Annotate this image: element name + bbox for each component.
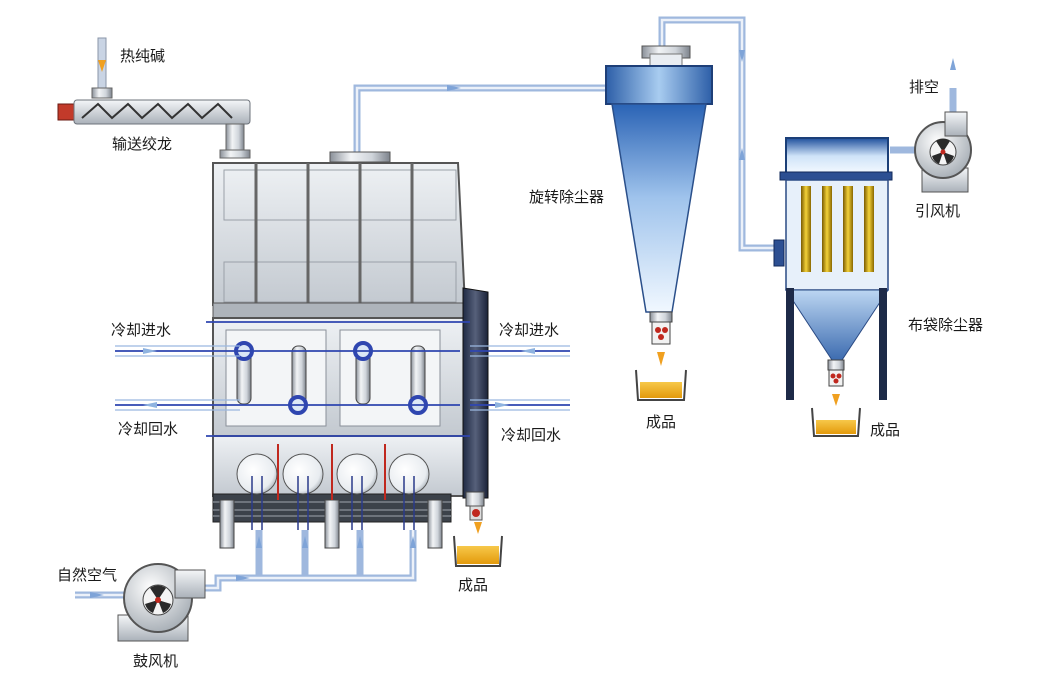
screw-conveyor-icon: [57, 99, 251, 159]
air-chamber-windows: [236, 453, 430, 495]
dryer-to-cyclone-duct: [353, 84, 606, 155]
blower-air-branches: [255, 530, 364, 578]
label-cyclone: 旋转除尘器: [529, 188, 605, 206]
label-product-dryer: 成品: [458, 576, 489, 594]
product-bucket-dryer: [453, 522, 503, 567]
label-cooling-out-left: 冷却回水: [118, 420, 179, 438]
filter-bags: [801, 186, 874, 272]
blower-fan-icon: [117, 563, 206, 642]
product-bucket-cyclone: [635, 369, 687, 401]
product-bucket-bagfilter: [811, 407, 861, 437]
label-natural-air: 自然空气: [57, 566, 118, 584]
label-screw-conveyor: 输送绞龙: [112, 135, 173, 153]
label-induced-fan: 引风机: [915, 202, 961, 220]
label-product-bagfilter: 成品: [870, 421, 901, 439]
fluid-bed-dryer: [212, 151, 489, 549]
cyclone-separator-icon: [605, 45, 713, 366]
label-cooling-in-right: 冷却进水: [499, 321, 560, 339]
induced-fan-icon: [914, 111, 972, 193]
label-product-cyclone: 成品: [646, 413, 677, 431]
cooling-water-lines: [115, 321, 570, 437]
label-bag-filter: 布袋除尘器: [908, 316, 984, 334]
label-blower: 鼓风机: [133, 652, 179, 670]
label-cooling-out-right: 冷却回水: [501, 426, 562, 444]
soda-ash-inlet: [91, 37, 113, 99]
label-cooling-in-left: 冷却进水: [111, 321, 172, 339]
bag-filter-icon: [773, 137, 893, 406]
label-soda-ash: 热纯碱: [120, 47, 166, 65]
label-exhaust: 排空: [909, 78, 940, 96]
product-bucket-icon: [453, 369, 861, 567]
air-flow-arrows: [90, 50, 956, 598]
